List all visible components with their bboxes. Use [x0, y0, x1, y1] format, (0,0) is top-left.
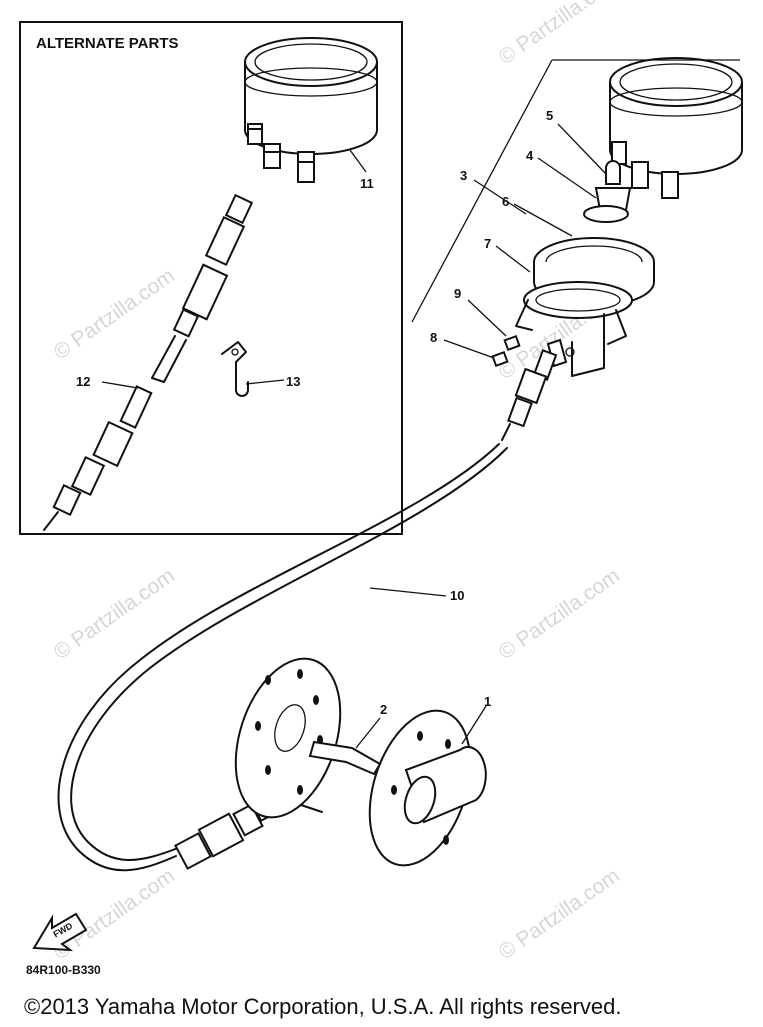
box-title: ALTERNATE PARTS	[36, 35, 179, 52]
leader-lines	[101, 59, 740, 749]
callout-1: 1	[484, 694, 491, 709]
callout-13: 13	[286, 374, 300, 389]
callout-10: 10	[450, 588, 464, 603]
callout-8: 8	[430, 330, 437, 345]
meter-alternate	[244, 37, 378, 183]
callout-7: 7	[484, 236, 491, 251]
watermark: © Partzilla.com	[50, 564, 179, 664]
callout-12: 12	[76, 374, 90, 389]
drive-tang	[308, 740, 382, 776]
callouts: 1 2 3 4 5 6 7 8 9 10 11 12 13	[76, 108, 553, 717]
part-code: 84R100-B330	[26, 963, 101, 977]
copyright-notice: ©2013 Yamaha Motor Corporation, U.S.A. A…	[24, 994, 622, 1019]
callout-2: 2	[380, 702, 387, 717]
watermark: © Partzilla.com	[495, 564, 624, 664]
clip	[221, 341, 249, 397]
callout-11: 11	[360, 176, 374, 191]
meter-gasket-bracket	[515, 237, 655, 377]
watermark: © Partzilla.com	[495, 864, 624, 964]
callout-5: 5	[546, 108, 553, 123]
drive-gear-unit	[234, 657, 487, 867]
meter-main	[609, 57, 743, 199]
callout-6: 6	[502, 194, 509, 209]
callout-4: 4	[526, 148, 534, 163]
watermark: © Partzilla.com	[495, 0, 624, 69]
alternate-parts-box: ALTERNATE PARTS	[19, 21, 403, 535]
meter-bulb	[583, 160, 632, 223]
callout-3: 3	[460, 168, 467, 183]
fwd-arrow-icon: FWD	[32, 912, 88, 952]
callout-9: 9	[454, 286, 461, 301]
cable-alternate	[43, 193, 254, 531]
watermark: © Partzilla.com	[50, 264, 179, 364]
